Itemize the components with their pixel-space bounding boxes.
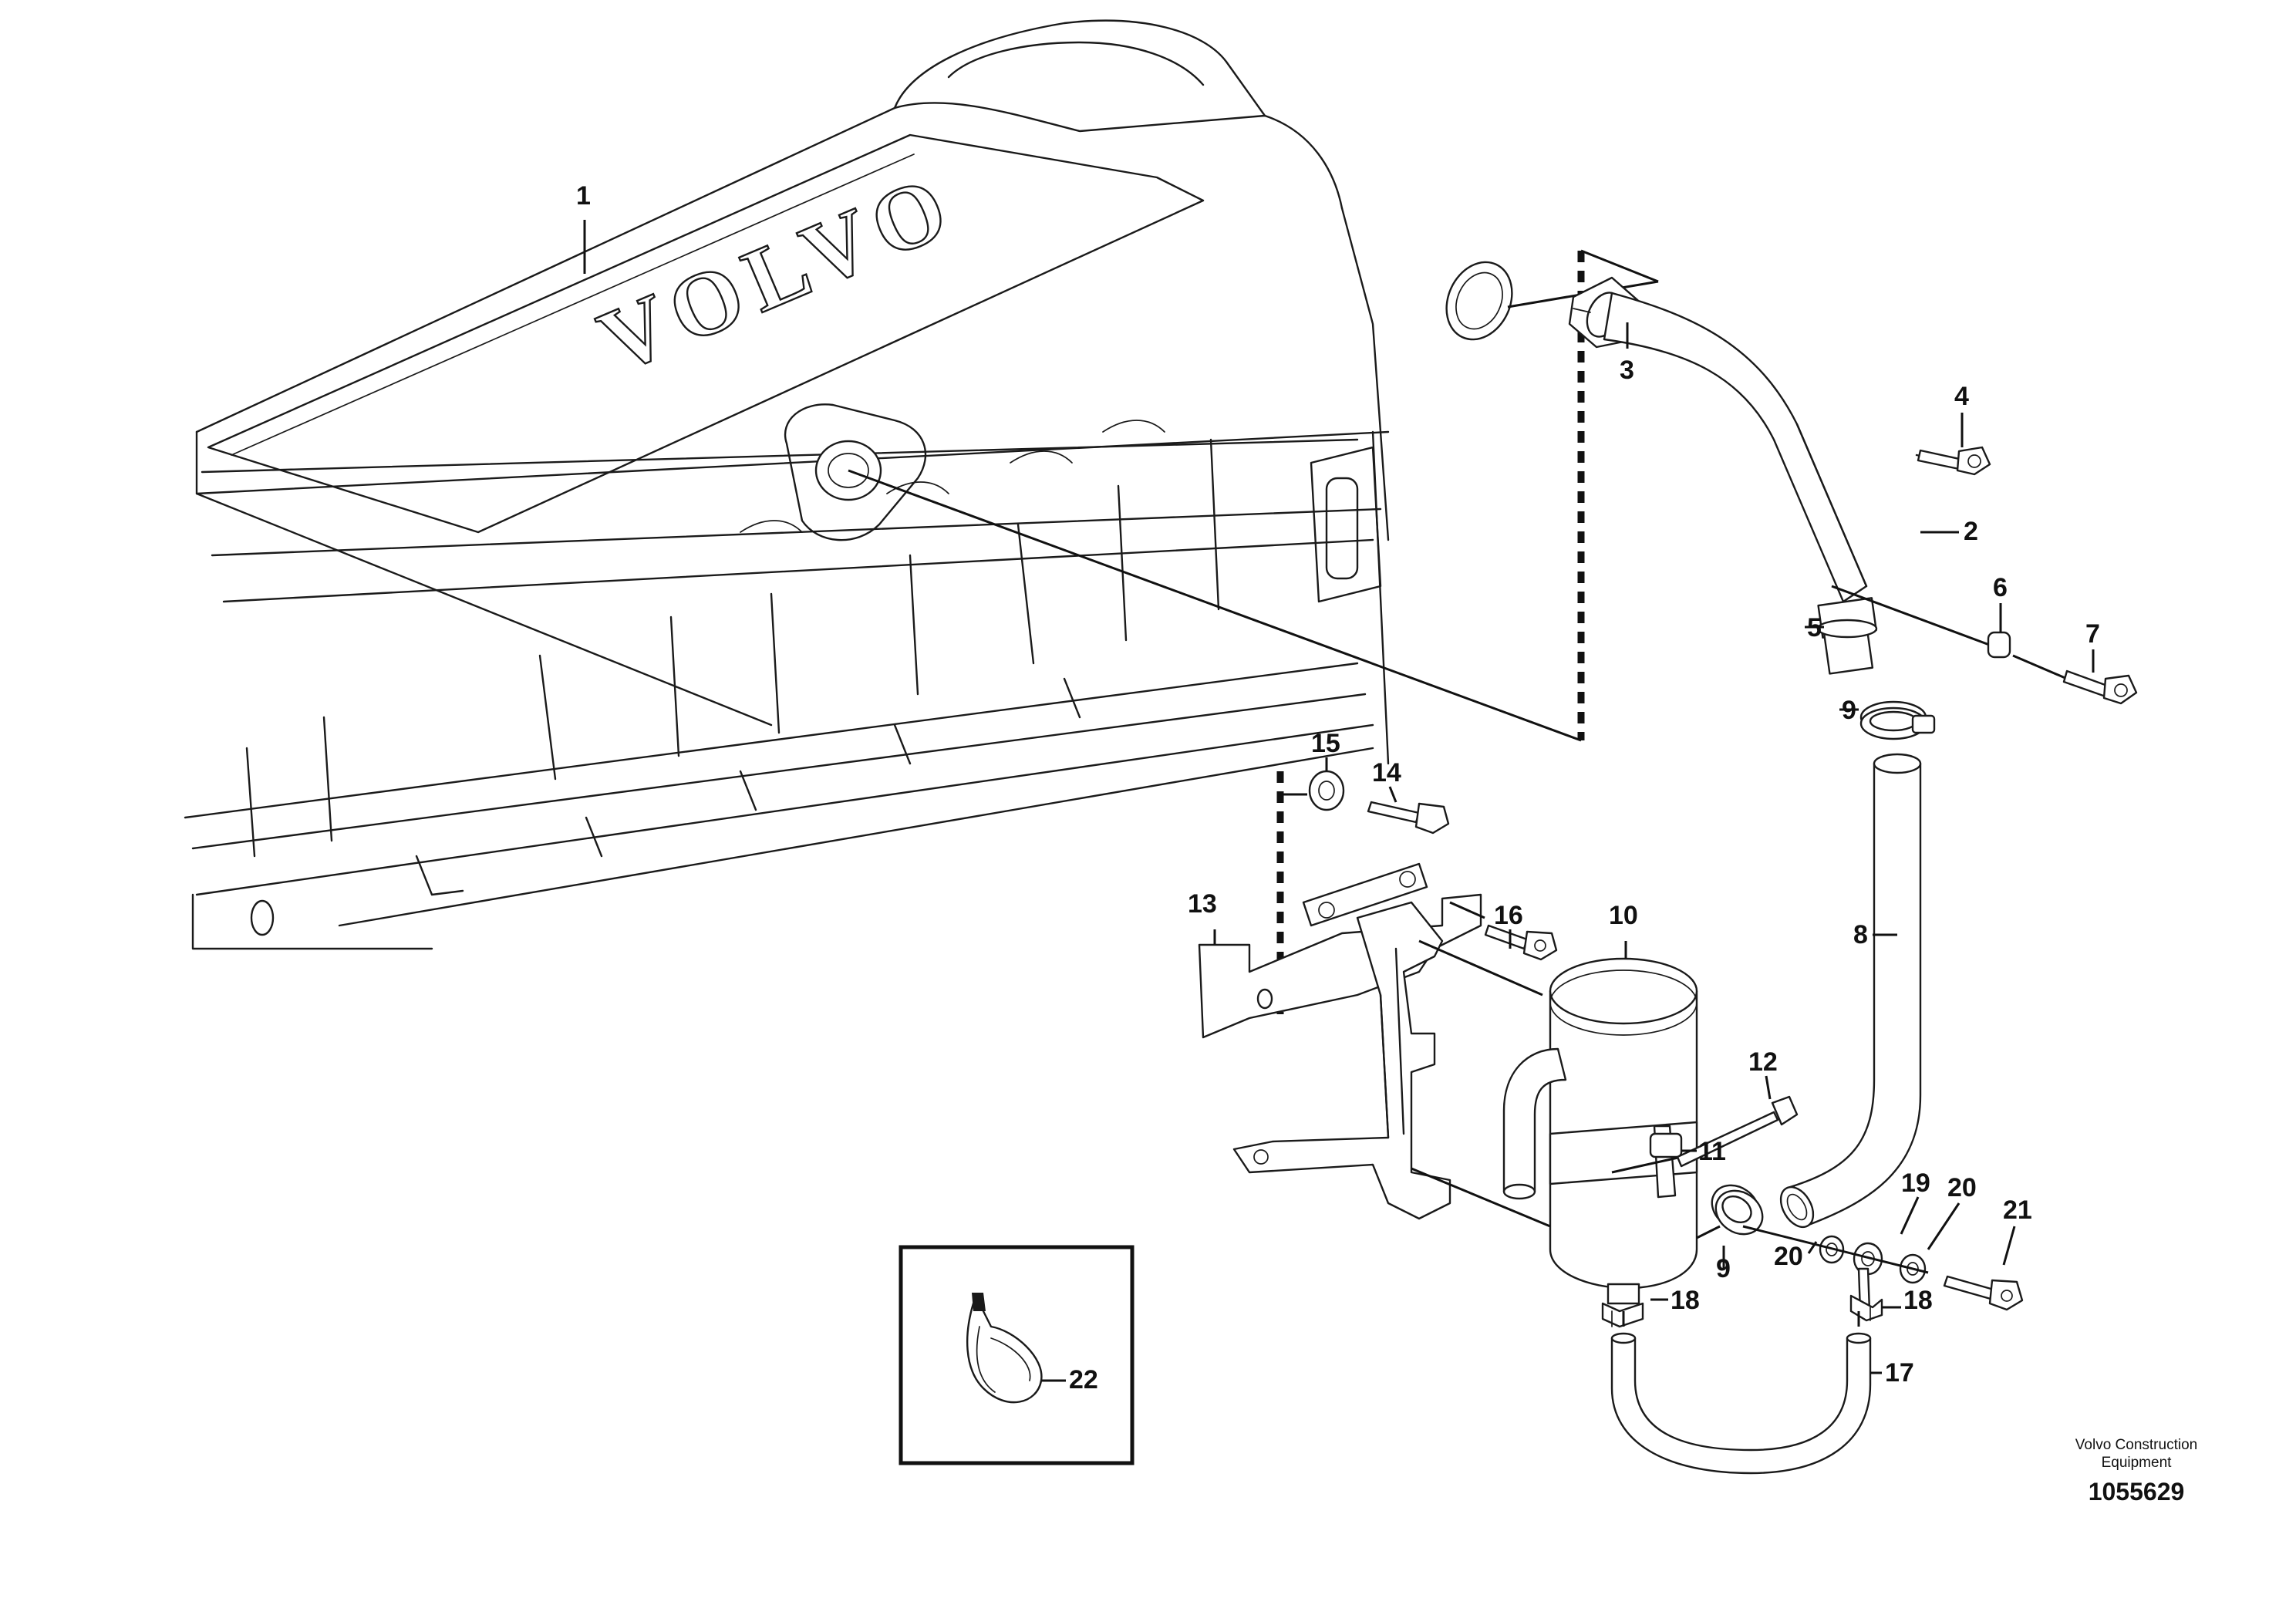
callout-3: 3 bbox=[1620, 356, 1634, 385]
callout-9-lower: 9 bbox=[1716, 1254, 1731, 1283]
callout-13: 13 bbox=[1188, 889, 1217, 919]
callout-15: 15 bbox=[1311, 729, 1340, 758]
callout-18-right: 18 bbox=[1903, 1286, 1933, 1315]
publisher-label: Volvo Construction Equipment bbox=[2044, 1436, 2229, 1472]
seal-ring bbox=[1445, 261, 1659, 341]
connection-leader bbox=[848, 469, 1582, 742]
callout-16: 16 bbox=[1494, 901, 1523, 930]
callout-18-left: 18 bbox=[1671, 1286, 1700, 1315]
callout-1: 1 bbox=[576, 181, 591, 211]
callout-21: 21 bbox=[2003, 1195, 2032, 1225]
callout-5: 5 bbox=[1807, 613, 1822, 642]
callout-9-top: 9 bbox=[1842, 696, 1856, 725]
bolt-16 bbox=[1449, 901, 1558, 961]
bolt-7 bbox=[2012, 654, 2138, 705]
document-number: 1055629 bbox=[2088, 1478, 2185, 1506]
callout-11: 11 bbox=[1698, 1137, 1726, 1166]
washer-15 bbox=[1308, 770, 1345, 811]
callout-4: 4 bbox=[1954, 382, 1969, 411]
spacer-6 bbox=[1831, 585, 2011, 659]
bracket-13 bbox=[1198, 862, 1482, 1220]
publisher-line-1: Volvo Construction bbox=[2075, 1437, 2198, 1453]
callout-leaders bbox=[583, 220, 2095, 1382]
hose-clamp-lower bbox=[1696, 1184, 1764, 1239]
callout-10: 10 bbox=[1609, 901, 1638, 930]
bolt-21 bbox=[1742, 1225, 2024, 1311]
hose-clamp-top bbox=[1859, 700, 1936, 740]
breather-pipe bbox=[1568, 276, 1878, 675]
bolt-12 bbox=[1676, 1095, 1799, 1168]
hose-8 bbox=[1779, 753, 1922, 1229]
engine-logo: VOLVO bbox=[585, 153, 971, 393]
callout-8: 8 bbox=[1853, 920, 1868, 949]
bolt-4 bbox=[1915, 446, 1991, 476]
callout-2: 2 bbox=[1964, 517, 1978, 546]
bolt-14 bbox=[1367, 801, 1450, 835]
callout-19: 19 bbox=[1901, 1168, 1930, 1198]
callout-20-left: 20 bbox=[1774, 1242, 1803, 1271]
engine-valve-cover bbox=[184, 19, 1390, 950]
callout-12: 12 bbox=[1748, 1047, 1778, 1077]
cable-tie-inset bbox=[899, 1245, 1135, 1465]
callout-20-right: 20 bbox=[1947, 1173, 1977, 1202]
callout-17: 17 bbox=[1885, 1358, 1914, 1388]
callout-7: 7 bbox=[2085, 619, 2100, 649]
callout-6: 6 bbox=[1993, 573, 2008, 602]
hose-17 bbox=[1610, 1311, 1872, 1475]
publisher-line-2: Equipment bbox=[2101, 1455, 2172, 1471]
callout-22: 22 bbox=[1069, 1365, 1098, 1394]
oil-separator bbox=[1502, 957, 1698, 1305]
callout-14: 14 bbox=[1372, 758, 1401, 787]
